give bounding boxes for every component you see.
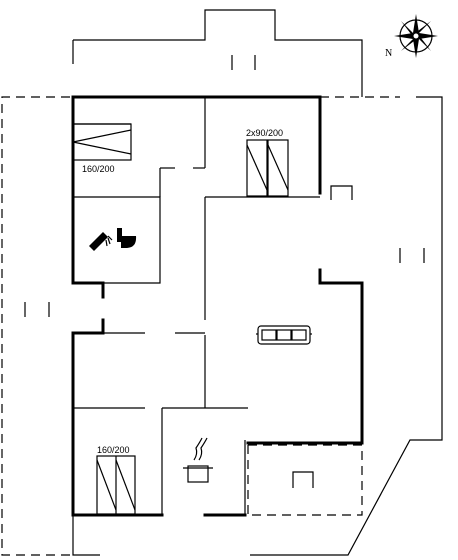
chair-icon bbox=[292, 471, 314, 488]
bed-master-label: 160/200 bbox=[82, 164, 115, 174]
dashed-outline bbox=[1, 96, 400, 556]
bed-lower: 160/200 bbox=[96, 445, 136, 515]
compass-rose: N bbox=[385, 14, 438, 59]
bed-lower-label: 160/200 bbox=[97, 445, 130, 455]
bed-twin: 2x90/200 bbox=[246, 128, 289, 197]
toilet-icon bbox=[117, 228, 137, 248]
sofa-icon bbox=[256, 325, 312, 345]
compass-north-label: N bbox=[385, 48, 392, 59]
interior-walls bbox=[73, 97, 320, 515]
bed-twin-label: 2x90/200 bbox=[246, 128, 283, 138]
bed-master: 160/200 bbox=[72, 123, 132, 174]
shower-icon bbox=[89, 232, 113, 251]
cooking-pot-icon bbox=[183, 437, 213, 483]
window-markers bbox=[24, 55, 425, 317]
chair-icon bbox=[330, 185, 353, 200]
outer-boundary bbox=[72, 9, 443, 556]
